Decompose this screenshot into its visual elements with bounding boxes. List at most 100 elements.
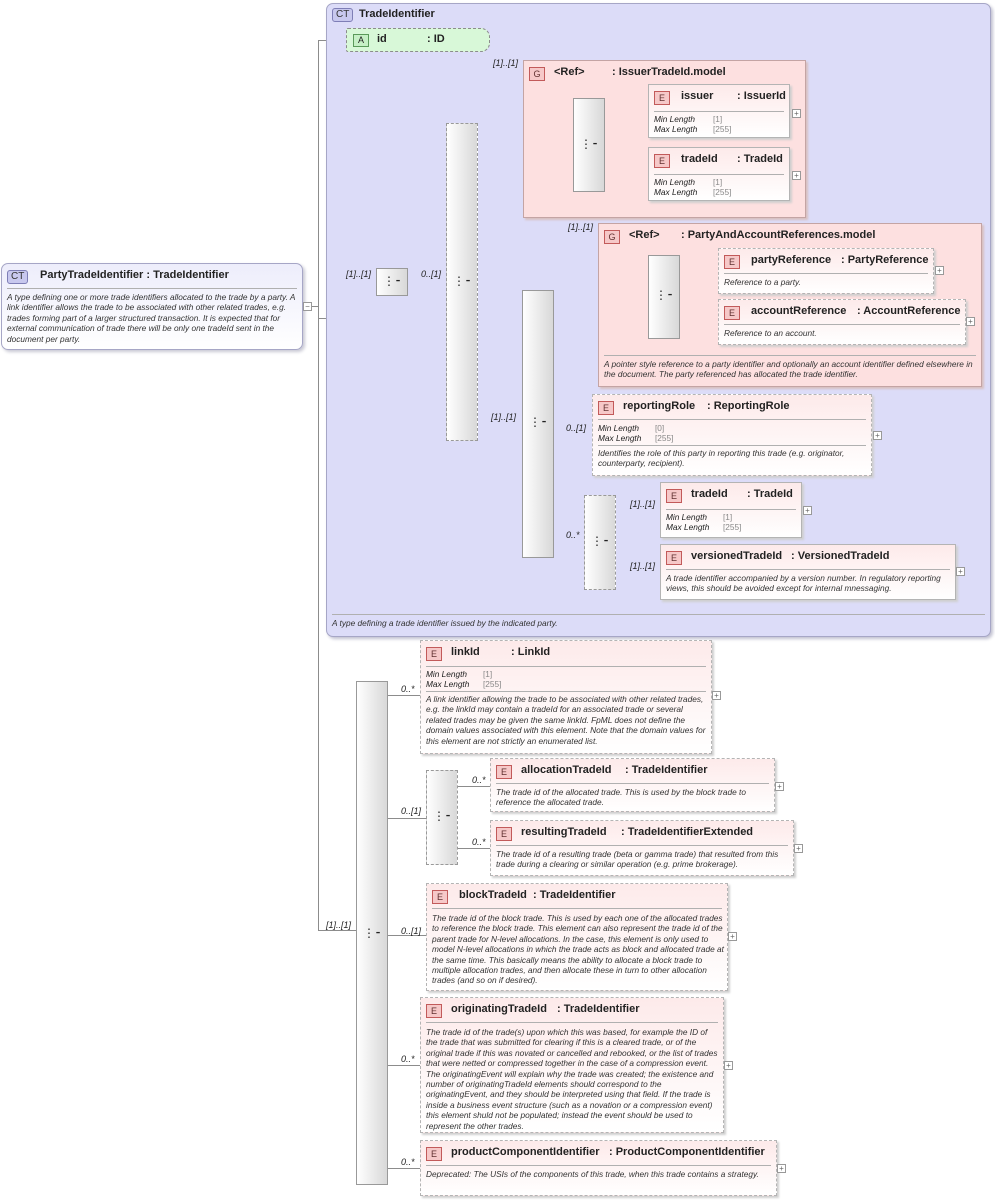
element-resulting-tradeid[interactable]: E resultingTradeId : TradeIdentifierExte… <box>490 820 794 876</box>
complex-type-badge: CT <box>7 270 29 284</box>
expand-toggle[interactable]: + <box>803 506 812 515</box>
sequence-icon: ⋮⁃ <box>453 274 471 288</box>
element-description: Reference to an account. <box>724 328 817 338</box>
divider <box>598 419 866 420</box>
sequence-compositor[interactable]: ⋮⁃ <box>356 681 388 1185</box>
cardinality-label: [1]..[1] <box>630 561 656 571</box>
element-badge: E <box>432 890 448 904</box>
expand-toggle[interactable]: + <box>956 567 965 576</box>
collapse-toggle[interactable]: − <box>303 302 312 311</box>
cardinality-label: [1]..[1] <box>491 412 517 422</box>
element-badge: E <box>598 401 614 415</box>
element-account-reference[interactable]: E accountReference : AccountReference Re… <box>718 299 966 345</box>
sequence-compositor[interactable]: ⋮⁃ <box>648 255 680 339</box>
choice-compositor[interactable]: ⋮⁃ <box>446 123 478 441</box>
expand-toggle[interactable]: + <box>935 266 944 275</box>
cardinality-label: 0..[1] <box>421 269 442 279</box>
min-length-value: [0] <box>655 423 665 433</box>
min-length-label: Min Length <box>426 669 468 679</box>
group-name: : PartyAndAccountReferences.model <box>681 229 876 241</box>
sequence-compositor[interactable]: ⋮⁃ <box>522 290 554 558</box>
element-type: : TradeId <box>737 153 783 165</box>
element-reporting-role[interactable]: E reportingRole : ReportingRole Min Leng… <box>592 394 872 476</box>
expand-toggle[interactable]: + <box>775 782 784 791</box>
element-type: : AccountReference <box>857 305 961 317</box>
element-type: : TradeIdentifier <box>533 889 616 901</box>
expand-toggle[interactable]: + <box>728 932 737 941</box>
cardinality-label: [1]..[1] <box>568 222 594 232</box>
max-length-value: [255] <box>483 679 502 689</box>
element-type: : TradeIdentifier <box>625 764 708 776</box>
cardinality-label: 0..* <box>401 1054 415 1064</box>
element-versioned-tradeid[interactable]: E versionedTradeId : VersionedTradeId A … <box>660 544 956 600</box>
element-description: The trade id of a resulting trade (beta … <box>496 849 779 870</box>
divider <box>426 691 706 692</box>
attribute-id[interactable]: A id : ID <box>346 28 490 52</box>
choice-compositor[interactable]: ⋮⁃ <box>584 495 616 590</box>
sequence-icon: ⋮⁃ <box>433 809 451 823</box>
max-length-value: [255] <box>713 187 732 197</box>
group-badge: G <box>604 230 620 244</box>
expand-toggle[interactable]: + <box>712 691 721 700</box>
element-type: : ProductComponentIdentifier <box>609 1146 765 1158</box>
element-type: : ReportingRole <box>707 400 790 412</box>
expand-toggle[interactable]: + <box>792 109 801 118</box>
group-badge: G <box>529 67 545 81</box>
element-type: : TradeIdentifierExtended <box>621 826 754 838</box>
element-name: accountReference <box>751 305 847 317</box>
group-ref: <Ref> <box>554 66 585 78</box>
cardinality-label: 0..[1] <box>566 423 587 433</box>
element-product-component-identifier[interactable]: E productComponentIdentifier : ProductCo… <box>420 1140 777 1196</box>
min-length-value: [1] <box>723 512 733 522</box>
element-issuer[interactable]: E issuer : IssuerId Min Length [1] Max L… <box>648 84 790 138</box>
cardinality-label: 0..[1] <box>401 926 422 936</box>
element-party-reference[interactable]: E partyReference : PartyReference Refere… <box>718 248 934 294</box>
element-name: tradeId <box>691 488 728 500</box>
base-type-title: TradeIdentifier <box>359 8 435 20</box>
divider <box>426 1165 771 1166</box>
element-block-tradeid[interactable]: E blockTradeId : TradeIdentifier The tra… <box>426 883 728 991</box>
element-originating-tradeid[interactable]: E originatingTradeId : TradeIdentifier T… <box>420 997 724 1133</box>
root-type-box[interactable]: CT PartyTradeIdentifier : TradeIdentifie… <box>1 263 303 350</box>
sequence-compositor[interactable]: ⋮⁃ <box>376 268 408 296</box>
sequence-compositor[interactable]: ⋮⁃ <box>426 770 458 865</box>
element-badge: E <box>426 647 442 661</box>
element-badge: E <box>654 91 670 105</box>
element-name: tradeId <box>681 153 718 165</box>
divider <box>426 666 706 667</box>
group-ref: <Ref> <box>629 229 660 241</box>
cardinality-label: 0..* <box>472 775 486 785</box>
expand-toggle[interactable]: + <box>777 1164 786 1173</box>
element-allocation-tradeid[interactable]: E allocationTradeId : TradeIdentifier Th… <box>490 758 775 812</box>
element-linkid[interactable]: E linkId : LinkId Min Length [1] Max Len… <box>420 640 712 754</box>
element-tradeid[interactable]: E tradeId : TradeId Min Length [1] Max L… <box>648 147 790 201</box>
element-name: reportingRole <box>623 400 696 412</box>
sequence-icon: ⋮⁃ <box>383 274 401 288</box>
sequence-compositor[interactable]: ⋮⁃ <box>573 98 605 192</box>
element-badge: E <box>654 154 670 168</box>
attribute-name: id <box>377 33 387 45</box>
divider <box>426 1022 718 1023</box>
element-badge: E <box>496 827 512 841</box>
cardinality-label: [1]..[1] <box>630 499 656 509</box>
min-length-value: [1] <box>713 177 723 187</box>
expand-toggle[interactable]: + <box>792 171 801 180</box>
divider <box>432 908 722 909</box>
min-length-value: [1] <box>713 114 723 124</box>
divider <box>7 288 297 289</box>
sequence-icon: ⋮⁃ <box>363 926 381 940</box>
max-length-label: Max Length <box>654 124 698 134</box>
divider <box>666 509 796 510</box>
expand-toggle[interactable]: + <box>873 431 882 440</box>
group-name: : IssuerTradeId.model <box>612 66 726 78</box>
element-badge: E <box>426 1147 442 1161</box>
expand-toggle[interactable]: + <box>794 844 803 853</box>
element-badge: E <box>666 551 682 565</box>
expand-toggle[interactable]: + <box>724 1061 733 1070</box>
element-name: resultingTradeId <box>521 826 607 838</box>
element-name: productComponentIdentifier <box>451 1146 600 1158</box>
element-tradeid[interactable]: E tradeId : TradeId Min Length [1] Max L… <box>660 482 802 538</box>
element-badge: E <box>496 765 512 779</box>
cardinality-label: 0..* <box>566 530 580 540</box>
expand-toggle[interactable]: + <box>966 317 975 326</box>
